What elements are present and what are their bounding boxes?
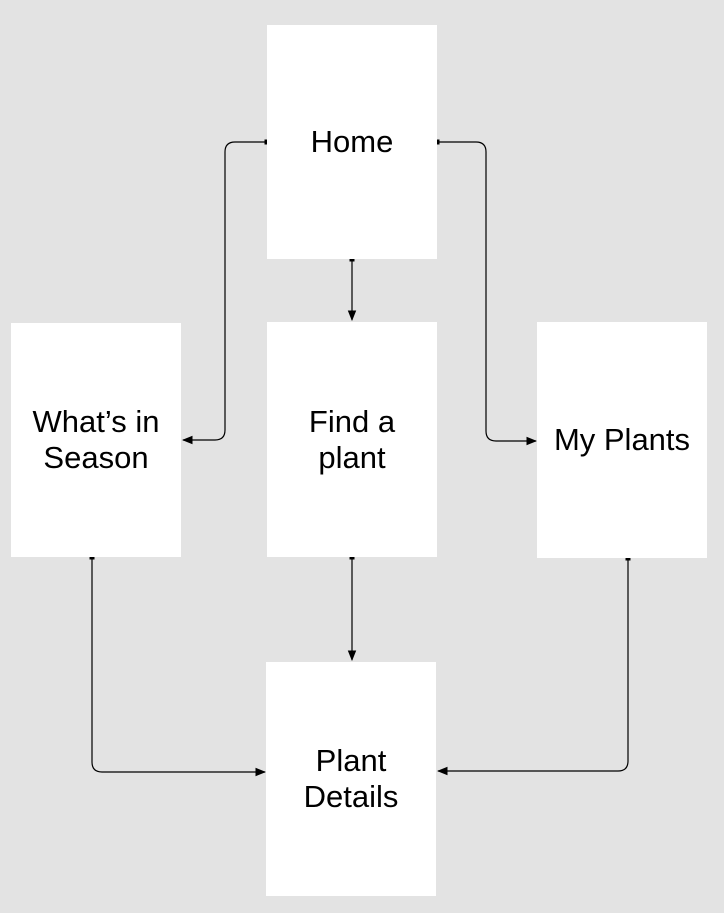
node-whats-in-season-label: What’s in Season [32,404,160,475]
node-home[interactable]: Home [267,25,437,259]
node-my-plants[interactable]: My Plants [537,322,707,558]
edge-home-to-whats-in-season [181,139,270,445]
edge-home-to-my-plants [434,139,538,446]
node-find-a-plant-label: Find a plant [308,403,396,475]
edge-whats-in-season-to-plant-details [89,554,267,777]
node-whats-in-season[interactable]: What’s in Season [11,323,181,557]
node-home-label: Home [310,124,394,159]
node-plant-details-label: Plant Details [303,743,399,814]
node-find-a-plant[interactable]: Find a plant [267,322,437,557]
node-plant-details[interactable]: Plant Details [266,662,436,896]
node-my-plants-label: My Plants [553,422,691,457]
edge-my-plants-to-plant-details [436,555,631,776]
